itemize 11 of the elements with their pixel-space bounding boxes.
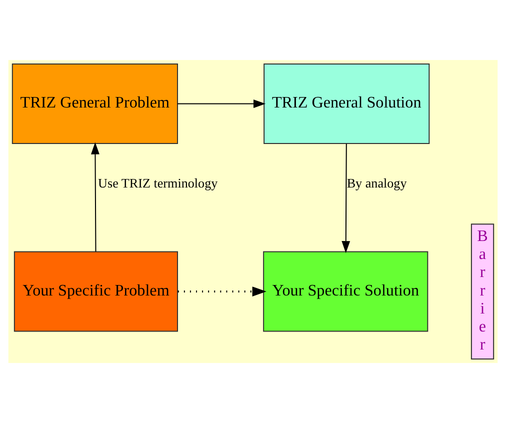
node-box: TRIZ General Solution (264, 64, 430, 144)
node-box: Your Specific Problem (14, 251, 178, 332)
arrow (178, 286, 266, 296)
arrow (90, 142, 100, 252)
arrow (178, 100, 266, 108)
arrow (342, 144, 350, 254)
edge-label: Use TRIZ terminology (98, 175, 218, 190)
node-box: Your Specific Solution (263, 251, 428, 332)
node-box: Barrier (470, 224, 494, 360)
node-box: TRIZ General Problem (12, 64, 178, 144)
edge-label: By analogy (346, 175, 407, 190)
